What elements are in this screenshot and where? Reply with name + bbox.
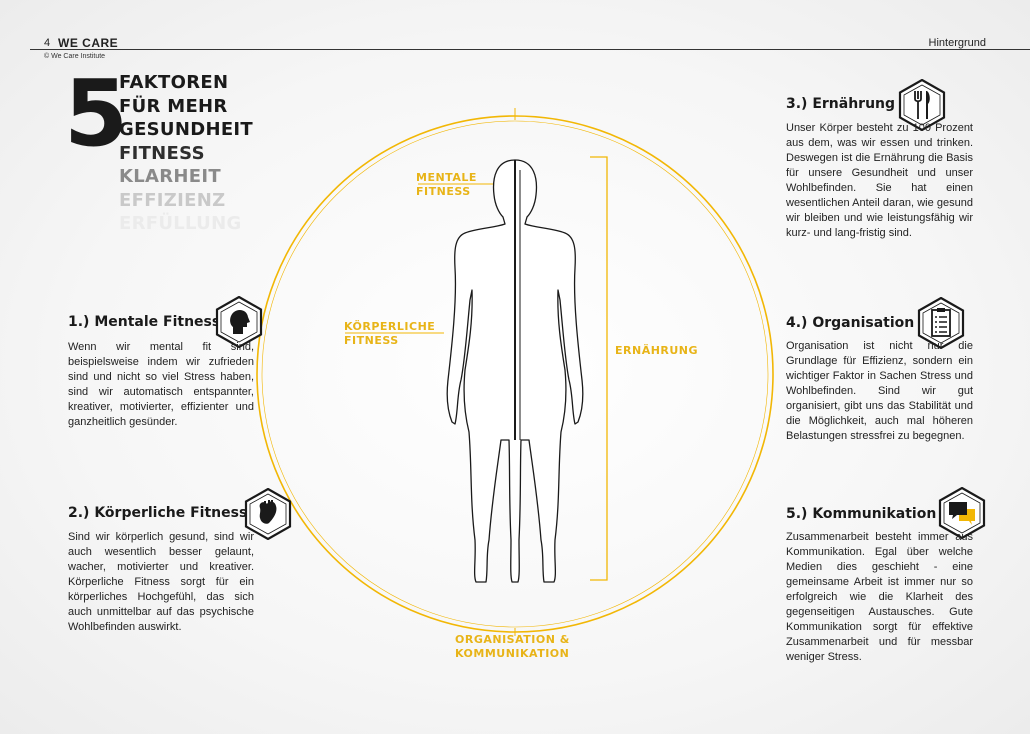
heart-icon [244, 488, 292, 540]
head-icon [215, 296, 263, 348]
brand-name: WE CARE [58, 36, 119, 50]
organisation-text: Organisation ist nicht nur die Grundlage… [786, 340, 973, 442]
headline-number: 5 [64, 60, 128, 167]
headline-line: ERFÜLLUNG [119, 213, 242, 234]
label-physical-fitness: KÖRPERLICHE FITNESS [344, 320, 435, 348]
copyright: © We Care Institute [44, 53, 106, 60]
nutrition-title: 3.) Ernährung [786, 96, 896, 112]
header-rule [30, 49, 1030, 50]
fork-knife-icon [898, 79, 946, 131]
section-title: Hintergrund [928, 37, 986, 49]
label-line: KÖRPERLICHE [344, 320, 436, 333]
headline-line: FÜR MEHR [119, 95, 228, 117]
headline-line: EFFIZIENZ [119, 189, 226, 211]
label-line: ORGANISATION & [455, 633, 570, 646]
nutrition-text: Unser Körper besteht zu 100 Prozent aus … [786, 122, 973, 239]
headline-line: KLARHEIT [119, 166, 221, 187]
page-number: 4 [44, 37, 51, 49]
label-nutrition: ERNÄHRUNG [615, 344, 699, 357]
label-line: FITNESS [344, 334, 399, 347]
communication-title: 5.) Kommunikation [786, 506, 937, 522]
label-organisation: ORGANISATION & KOMMUNIKATION [455, 633, 570, 661]
label-mental-fitness: MENTALE FITNESS [416, 171, 477, 199]
headline-line: FAKTOREN [119, 72, 229, 93]
headline-line: GESUNDHEIT [119, 119, 253, 140]
mental-fitness-text: Wenn wir mental fit sind, beispielsweise… [68, 341, 254, 428]
physical-fitness-title: 2.) Körperliche Fitness [68, 505, 248, 521]
label-line: KOMMUNIKATION [455, 647, 570, 660]
mental-fitness-title: 1.) Mentale Fitness [68, 314, 221, 330]
speech-bubbles-icon [938, 487, 986, 539]
headline-line: FITNESS [119, 142, 205, 164]
checklist-icon [917, 297, 965, 349]
physical-fitness-text: Sind wir körperlich gesund, sind wir auc… [68, 531, 254, 633]
label-line: MENTALE [416, 171, 477, 184]
inner-circle [261, 120, 769, 628]
nutrition-bracket [590, 156, 608, 581]
communication-text: Zusammenarbeit besteht immer aus Kommuni… [786, 531, 973, 663]
headline-list: FAKTOREN FÜR MEHR GESUNDHEIT FITNESS KLA… [119, 71, 253, 236]
label-line: FITNESS [416, 185, 471, 198]
organisation-title: 4.) Organisation [786, 315, 915, 331]
